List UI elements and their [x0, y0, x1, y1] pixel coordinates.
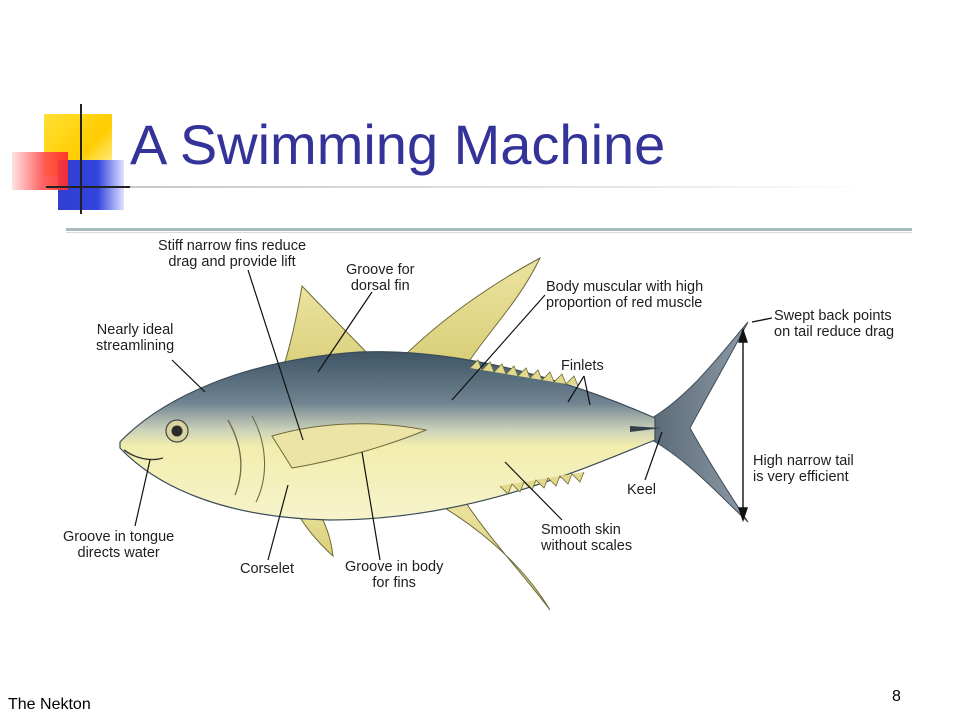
decor-vertical-line — [80, 104, 82, 214]
label-groove-tongue: Groove in tongue directs water — [63, 529, 175, 561]
gill-line-2 — [251, 415, 266, 503]
first-dorsal-fin — [281, 284, 372, 373]
finlets-bottom — [499, 471, 585, 495]
decor-horizontal-line — [46, 186, 130, 188]
leader-stiff-fins — [247, 269, 304, 441]
tail-height-arrow — [738, 317, 773, 523]
pectoral-fin — [271, 423, 428, 469]
mouth — [123, 449, 164, 461]
footer-text: The Nekton — [8, 696, 91, 713]
leader-keel — [644, 431, 663, 481]
leader-corselet — [267, 484, 289, 561]
leader-finlets-1 — [567, 375, 585, 403]
decor-red-square — [12, 152, 68, 190]
leader-groove-body — [361, 451, 381, 561]
finlets-top — [469, 359, 579, 387]
label-groove-body: Groove in body for fins — [345, 559, 444, 591]
leader-nearly-ideal — [171, 359, 206, 393]
label-stiff-fins: Stiff narrow fins reduce drag and provid… — [158, 238, 307, 270]
label-corselet: Corselet — [240, 561, 294, 577]
tail-fin — [651, 321, 749, 523]
leader-groove-tongue — [134, 459, 151, 527]
title-underline — [130, 186, 870, 188]
second-dorsal-fin — [398, 256, 542, 361]
keel — [630, 426, 662, 432]
label-high-narrow-tail: High narrow tail is very efficient — [753, 453, 854, 485]
label-swept-back: Swept back points on tail reduce drag — [774, 308, 895, 340]
leader-groove-dorsal — [317, 291, 373, 373]
eye-pupil — [171, 425, 183, 437]
decor-blue-square — [58, 160, 124, 210]
gill-line — [227, 419, 242, 496]
leader-lines — [134, 269, 663, 561]
figure-top-rule — [66, 228, 912, 231]
label-smooth-skin: Smooth skin without scales — [541, 522, 633, 554]
leader-smooth-skin — [504, 461, 563, 521]
label-nearly-ideal: Nearly ideal streamlining — [96, 322, 175, 354]
label-finlets: Finlets — [561, 358, 604, 374]
label-body-muscular: Body muscular with high proportion of re… — [546, 279, 704, 311]
slide-title: A Swimming Machine — [130, 113, 666, 176]
label-keel: Keel — [627, 482, 657, 498]
label-groove-dorsal: Groove for dorsal fin — [346, 262, 415, 294]
leader-body-muscular — [451, 294, 546, 401]
figure-top-rule-shadow — [66, 232, 912, 233]
anal-fin — [419, 493, 551, 611]
page-number: 8 — [892, 688, 901, 705]
leader-finlets-2 — [583, 375, 591, 406]
